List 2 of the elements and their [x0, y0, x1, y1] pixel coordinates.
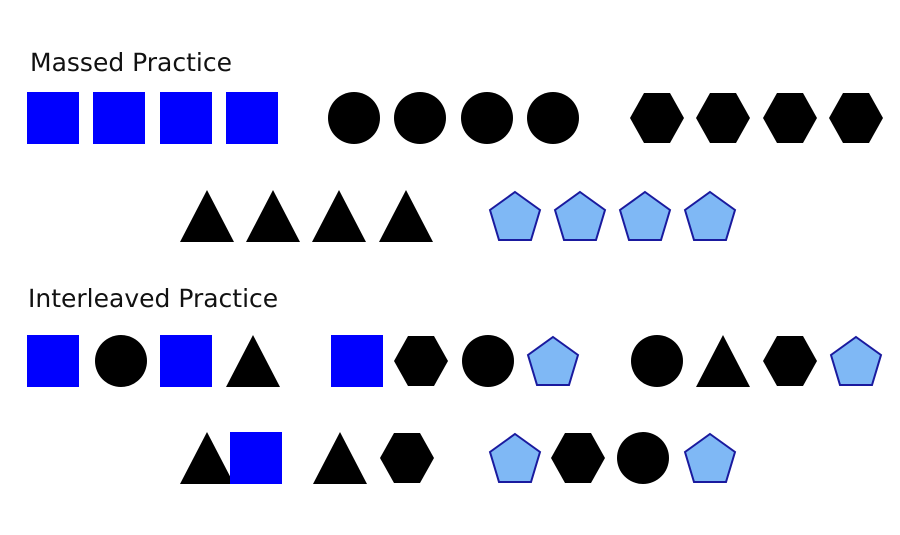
section-heading: Massed Practice [30, 48, 232, 77]
section-heading: Interleaved Practice [28, 284, 278, 313]
